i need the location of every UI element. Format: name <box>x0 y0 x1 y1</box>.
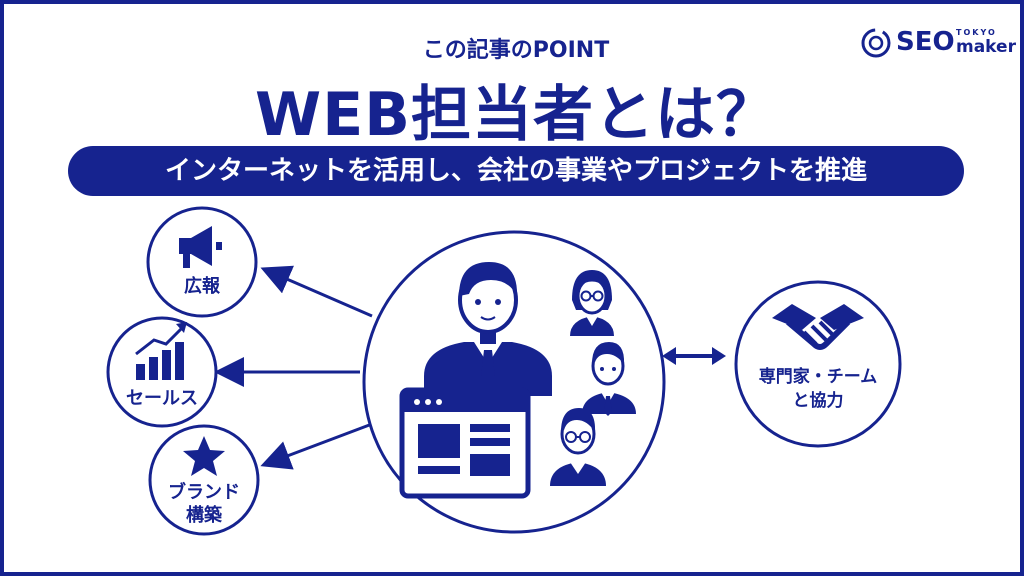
role-diagram <box>106 206 902 536</box>
arrow-head-left <box>662 347 676 365</box>
male-colleague-icon <box>582 342 636 416</box>
handshake-icon <box>772 304 864 350</box>
pr-label: 広報 <box>184 276 220 297</box>
team-label-line1: 専門家・チーム <box>758 367 878 387</box>
female-colleague-icon <box>570 270 614 336</box>
arrow-to-brand <box>260 422 373 470</box>
bespectacled-colleague-icon <box>550 408 606 486</box>
team-circle <box>734 280 902 448</box>
sales-label: セールス <box>126 388 198 409</box>
brand-label-line2: 構築 <box>186 505 222 526</box>
logo-brand: SEO <box>896 27 955 57</box>
growth-chart-icon <box>135 322 187 380</box>
logo-sub-bottom: maker <box>956 37 1016 57</box>
logo-sub-top: TOKYO <box>956 28 997 37</box>
eyebrow-label: この記事のPOINT <box>422 38 610 63</box>
arrow-head-right <box>712 347 726 365</box>
brand-label-line1: ブランド <box>168 482 240 503</box>
star-icon <box>183 436 225 476</box>
web-manager-person-icon <box>424 262 552 396</box>
brand-circle <box>148 424 260 536</box>
seo-maker-logo: SEO TOKYO maker <box>860 26 1016 60</box>
arrow-to-pr <box>260 265 373 318</box>
megaphone-icon <box>179 226 222 268</box>
browser-window-icon <box>399 387 531 499</box>
pr-circle <box>146 206 258 318</box>
logo-ring-icon <box>861 28 891 58</box>
page-title: WEB担当者とは？ <box>255 80 777 150</box>
team-label-line2: と協力 <box>792 391 844 411</box>
subtitle-banner: インターネットを活用し、会社の事業やプロジェクトを推進 <box>68 146 964 196</box>
